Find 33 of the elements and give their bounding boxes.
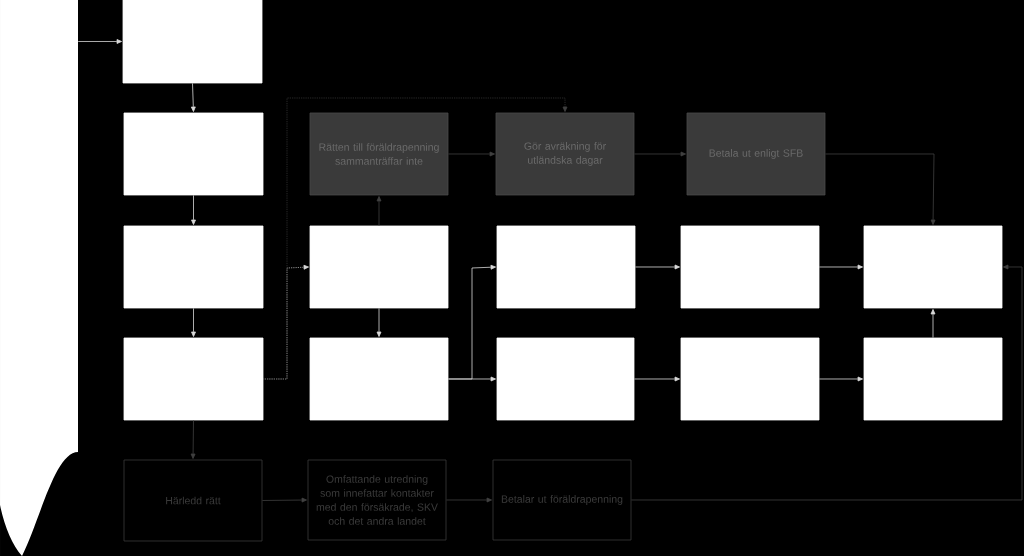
empty-box xyxy=(309,225,449,309)
arrow xyxy=(634,151,686,157)
arrow xyxy=(825,153,936,225)
arrow xyxy=(190,83,196,112)
arrow xyxy=(77,39,122,44)
empty-box xyxy=(123,112,264,196)
arrow xyxy=(448,376,496,382)
arrow xyxy=(191,308,196,337)
empty-box xyxy=(122,0,263,84)
curved-panel xyxy=(0,0,78,556)
arrow xyxy=(631,264,1023,501)
empty-box xyxy=(496,337,635,421)
arrow xyxy=(262,497,307,503)
empty-box xyxy=(680,337,820,421)
arrow xyxy=(634,376,680,382)
arrow xyxy=(448,151,495,157)
arrow xyxy=(446,497,492,503)
empty-box xyxy=(863,337,1003,421)
empty-box xyxy=(123,225,264,309)
empty-box xyxy=(496,225,636,309)
arrow xyxy=(635,264,680,270)
arrow xyxy=(819,376,863,382)
arrow xyxy=(376,308,382,337)
arrow xyxy=(263,97,568,380)
empty-box xyxy=(309,337,449,421)
arrow xyxy=(191,195,196,225)
arrow xyxy=(190,420,196,459)
empty-box xyxy=(863,225,1003,309)
arrow xyxy=(930,309,936,338)
empty-box xyxy=(680,225,820,309)
arrow xyxy=(376,196,382,226)
arrow xyxy=(819,264,863,270)
empty-box xyxy=(123,337,264,421)
